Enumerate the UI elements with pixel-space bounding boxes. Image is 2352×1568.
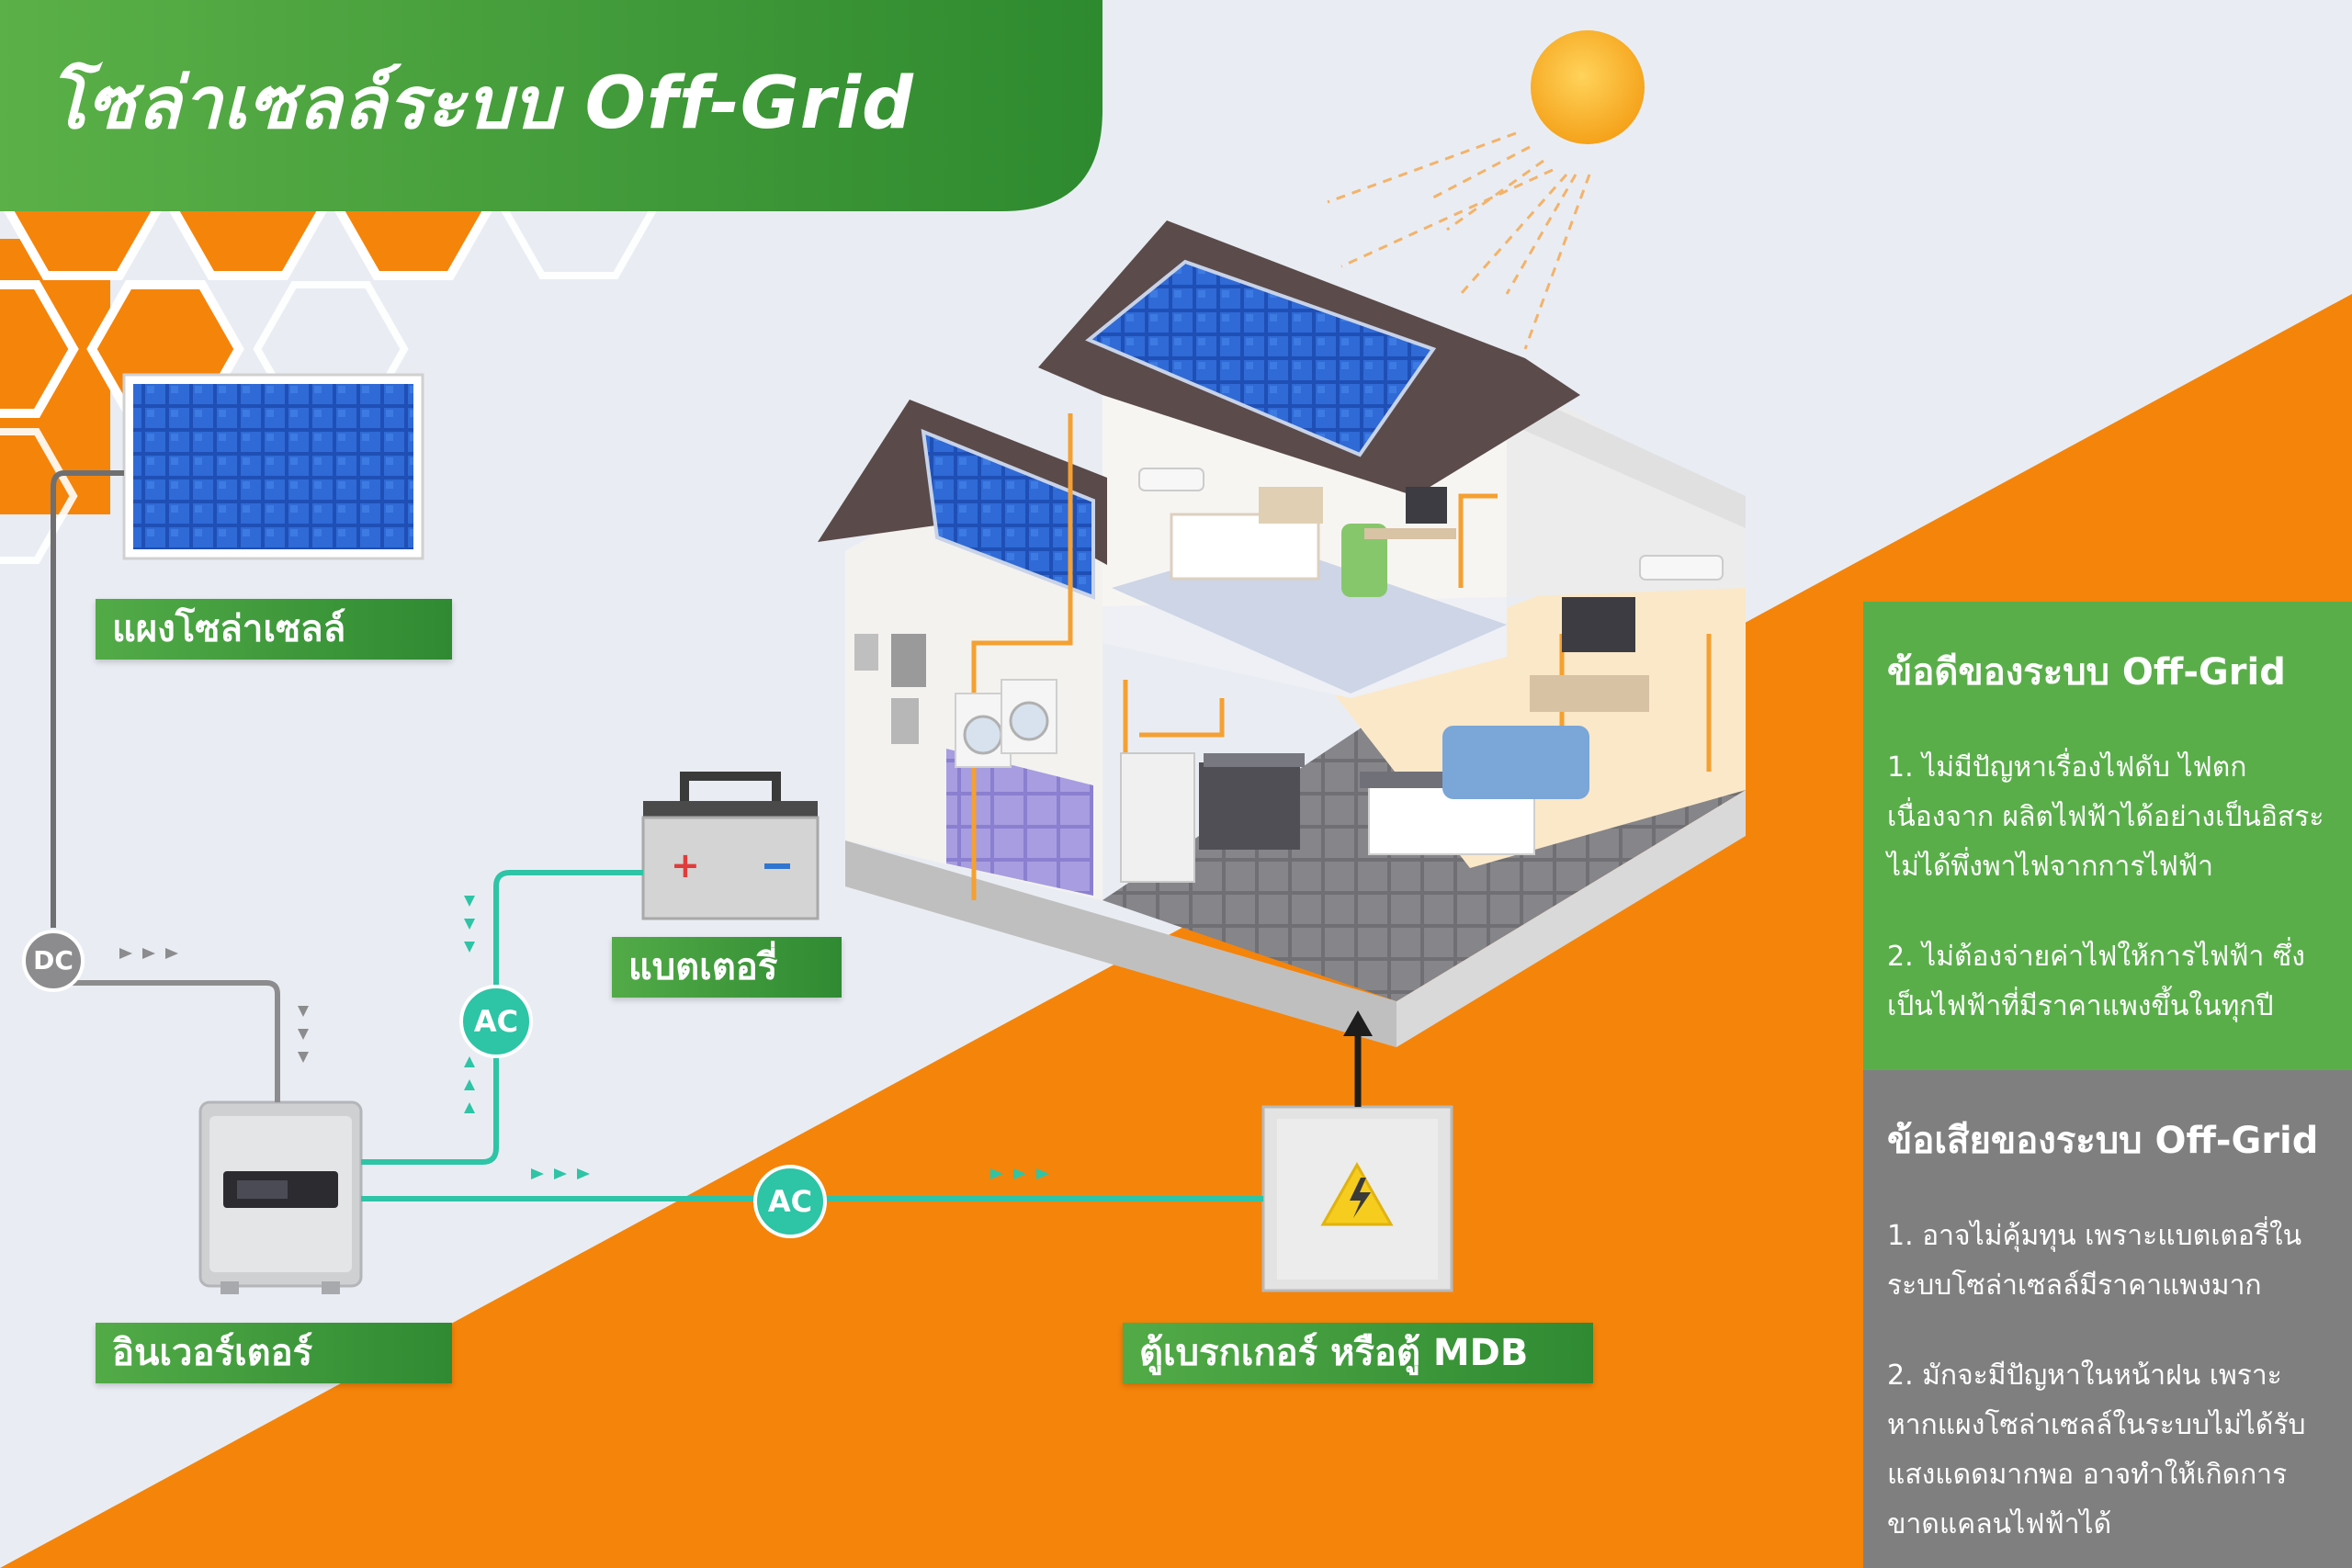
dc-node: DC: [22, 930, 85, 992]
pros-panel: ข้อดีของระบบ Off-Grid 1. ไม่มีปัญหาเรื่อ…: [1863, 602, 2352, 1070]
pros-item: 2. ไม่ต้องจ่ายค่าไฟให้การไฟฟ้า ซึ่งเป็นไ…: [1887, 941, 2305, 1022]
ac-node-battery: AC: [459, 985, 533, 1058]
house-illustration: [818, 220, 1746, 1047]
page-title: โซล่าเซลล์ระบบ Off-Grid: [48, 62, 914, 145]
pros-item: 1. ไม่มีปัญหาเรื่องไฟดับ ไฟตก เนื่องจาก …: [1887, 751, 2324, 883]
breaker-label: ตู้เบรกเกอร์ หรือตู้ MDB: [1123, 1323, 1593, 1383]
svg-text:+: +: [671, 845, 700, 886]
inverter-label: อินเวอร์เตอร์: [96, 1323, 452, 1383]
battery-icon: +: [641, 772, 820, 920]
arrow-up-icon: [1343, 1010, 1373, 1036]
breaker-box-icon: [1261, 1105, 1453, 1292]
cons-item: 1. อาจไม่คุ้มทุน เพราะแบตเตอรี่ในระบบโซล…: [1887, 1220, 2302, 1302]
ac-node-breaker: AC: [753, 1165, 827, 1238]
cons-item: 2. มักจะมีปัญหาในหน้าฝน เพราะหากแผงโซล่า…: [1887, 1359, 2306, 1540]
solar-panel-icon: [122, 373, 424, 560]
sun-rays: [1327, 131, 1591, 350]
battery-label: แบตเตอรี่: [612, 937, 842, 998]
cons-panel: ข้อเสียของระบบ Off-Grid 1. อาจไม่คุ้มทุน…: [1863, 1070, 2352, 1568]
solar-panel-label: แผงโซล่าเซลล์: [96, 599, 452, 660]
cons-title: ข้อเสียของระบบ Off-Grid: [1887, 1120, 2319, 1162]
ac-flow-arrows: [464, 896, 1049, 1179]
pros-title: ข้อดีของระบบ Off-Grid: [1887, 651, 2286, 694]
inverter-icon: [198, 1100, 363, 1294]
title-banner: [0, 0, 1102, 211]
flow-arrows: [119, 948, 309, 1063]
sun-icon: [1531, 30, 1645, 144]
orange-background: [0, 294, 2352, 1568]
